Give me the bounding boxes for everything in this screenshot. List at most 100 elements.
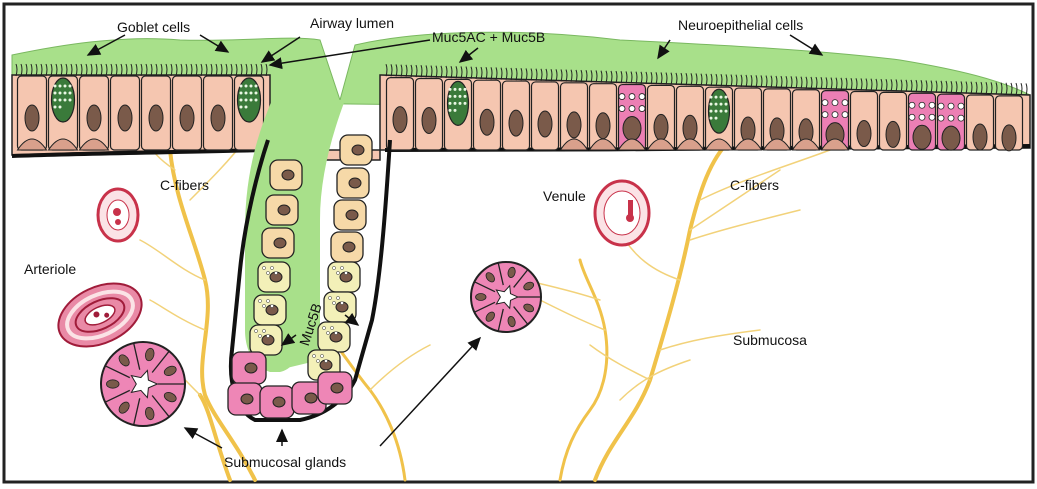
mucin-granule — [250, 99, 253, 102]
mucin-granule — [59, 106, 62, 109]
mucin-granule — [59, 85, 62, 88]
nucleus — [567, 112, 581, 138]
nucleus — [349, 178, 361, 188]
mucin-granule — [459, 95, 462, 98]
mucin-granule — [245, 92, 248, 95]
mucin-granule — [464, 88, 467, 91]
mucin-granule — [240, 106, 243, 109]
granule — [270, 266, 273, 269]
granule — [316, 359, 319, 362]
mucin-granule — [710, 117, 713, 120]
granule — [629, 106, 635, 112]
granule — [340, 301, 343, 304]
granule — [958, 115, 964, 121]
mucin-granule — [710, 103, 713, 106]
nucleus — [274, 238, 286, 248]
granule — [938, 103, 944, 109]
granule — [822, 100, 828, 106]
mucin-granule — [69, 85, 72, 88]
granule — [929, 114, 935, 120]
nucleus — [476, 294, 487, 301]
nucleus — [180, 105, 194, 131]
mucin-granule — [59, 92, 62, 95]
mucin-granule — [245, 106, 248, 109]
venule-right — [595, 181, 649, 245]
granule — [322, 326, 325, 329]
mucin-granule — [255, 92, 258, 95]
mucin-granule — [69, 92, 72, 95]
nucleus — [942, 126, 960, 150]
granule — [909, 114, 915, 120]
granule — [332, 266, 335, 269]
nucleus — [913, 125, 931, 149]
mucin-granule — [54, 106, 57, 109]
mucin-granule — [250, 92, 253, 95]
label-submucosa: Submucosa — [733, 333, 807, 347]
nucleus — [87, 105, 101, 131]
mucin-granule — [69, 99, 72, 102]
nucleus — [273, 397, 285, 407]
nucleus — [343, 242, 355, 252]
granule — [258, 299, 261, 302]
mucin-granule — [255, 99, 258, 102]
mucin-granule — [459, 88, 462, 91]
mucin-granule — [245, 85, 248, 88]
granule — [266, 334, 269, 337]
mucin-granule — [725, 96, 728, 99]
granule — [948, 115, 954, 121]
mucin-granule — [240, 92, 243, 95]
mucin-granule — [64, 85, 67, 88]
mucin-granule — [715, 103, 718, 106]
label-venule: Venule — [543, 189, 586, 203]
nucleus — [149, 105, 163, 131]
granule — [639, 106, 645, 112]
granule — [842, 100, 848, 106]
nucleus — [623, 117, 641, 141]
mucin-granule — [720, 103, 723, 106]
granule — [320, 354, 323, 357]
nucleus — [422, 107, 436, 133]
granule — [336, 271, 339, 274]
mucin-granule — [454, 102, 457, 105]
mucin-granule — [240, 99, 243, 102]
mucin-granule — [725, 103, 728, 106]
mucin-granule — [449, 109, 452, 112]
mucin-granule — [54, 92, 57, 95]
granule — [334, 331, 337, 334]
mucin-granule — [449, 88, 452, 91]
mucin-granule — [715, 110, 718, 113]
nucleus — [211, 105, 225, 131]
granule — [274, 271, 277, 274]
granule — [326, 331, 329, 334]
nucleus — [1002, 125, 1016, 151]
mucin-granule — [454, 109, 457, 112]
mucin-granule — [464, 102, 467, 105]
granule — [330, 326, 333, 329]
granule — [909, 102, 915, 108]
nucleus — [331, 383, 343, 393]
mucin-granule — [720, 96, 723, 99]
label-airway-lumen: Airway lumen — [310, 16, 394, 30]
submucosal-gland-acinus-left — [101, 342, 185, 426]
mucin-granule — [454, 95, 457, 98]
granule — [938, 115, 944, 121]
nucleus — [654, 114, 668, 140]
venule-left — [98, 189, 138, 241]
granule — [262, 266, 265, 269]
nucleus — [509, 110, 523, 136]
nucleus — [282, 170, 294, 180]
mucin-granule — [454, 88, 457, 91]
granule — [270, 304, 273, 307]
nucleus — [973, 124, 987, 150]
mucin-granule — [449, 102, 452, 105]
mucin-granule — [710, 96, 713, 99]
granule — [312, 354, 315, 357]
mucin-granule — [459, 102, 462, 105]
nucleus — [278, 205, 290, 215]
granule — [619, 106, 625, 112]
mucin-granule — [245, 99, 248, 102]
granule — [258, 334, 261, 337]
mucin-granule — [464, 95, 467, 98]
granule — [629, 94, 635, 100]
